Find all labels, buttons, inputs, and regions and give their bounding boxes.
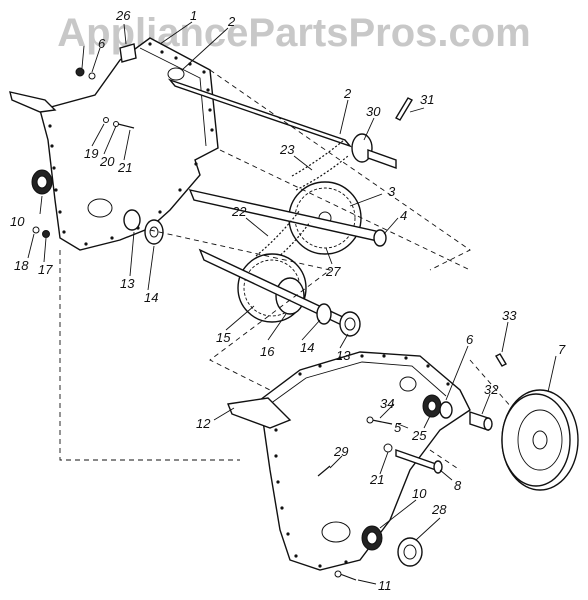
callout-13a: 13 — [120, 276, 135, 291]
callout-4: 4 — [400, 208, 407, 223]
callout-33: 33 — [502, 308, 517, 323]
callout-19: 19 — [84, 146, 98, 161]
right-side-hardware — [317, 353, 579, 581]
callout-21a: 21 — [117, 160, 132, 175]
callout-30: 30 — [366, 104, 381, 119]
callout-7: 7 — [558, 342, 566, 357]
upper-shaft-assembly — [167, 78, 413, 191]
callout-22: 22 — [231, 204, 247, 219]
callout-11: 11 — [378, 578, 392, 593]
callout-10a: 10 — [10, 214, 25, 229]
callout-3: 3 — [388, 184, 396, 199]
callout-21b: 21 — [369, 472, 384, 487]
callout-23: 23 — [279, 142, 295, 157]
callout-10b: 10 — [412, 486, 427, 501]
right-gear-housing — [227, 351, 471, 571]
callout-18: 18 — [14, 258, 29, 273]
lower-shaft-assembly — [198, 248, 361, 337]
callout-labels: 1 2 2 3 4 5 6 6 7 8 10 10 11 12 13 13 14… — [10, 8, 566, 593]
callout-20: 20 — [99, 154, 115, 169]
left-gear-housing — [9, 37, 219, 251]
callout-26: 26 — [115, 8, 131, 23]
callout-2a: 2 — [227, 14, 236, 29]
callout-14b: 14 — [300, 340, 314, 355]
right-housing-rivets — [274, 354, 450, 568]
callout-25a: 25 — [411, 428, 427, 443]
callout-2b: 2 — [343, 86, 352, 101]
callout-27: 27 — [325, 264, 341, 279]
callout-8: 8 — [454, 478, 462, 493]
callout-6b: 6 — [466, 332, 474, 347]
middle-shaft-assembly — [123, 181, 387, 271]
callout-6a: 6 — [98, 36, 106, 51]
callout-28: 28 — [431, 502, 447, 517]
callout-1: 1 — [190, 8, 197, 23]
callout-16: 16 — [260, 344, 275, 359]
housing-rivets — [48, 42, 214, 246]
callout-13b: 13 — [336, 348, 351, 363]
callout-5: 5 — [394, 420, 402, 435]
callout-29: 29 — [333, 444, 348, 459]
leader-lines — [27, 21, 557, 585]
callout-32: 32 — [484, 382, 499, 397]
upper-left-hardware — [31, 43, 137, 238]
callout-12: 12 — [196, 416, 211, 431]
callout-15: 15 — [216, 330, 231, 345]
callout-17: 17 — [38, 262, 53, 277]
callout-14a: 14 — [144, 290, 158, 305]
callout-34: 34 — [380, 396, 394, 411]
callout-31: 31 — [420, 92, 434, 107]
